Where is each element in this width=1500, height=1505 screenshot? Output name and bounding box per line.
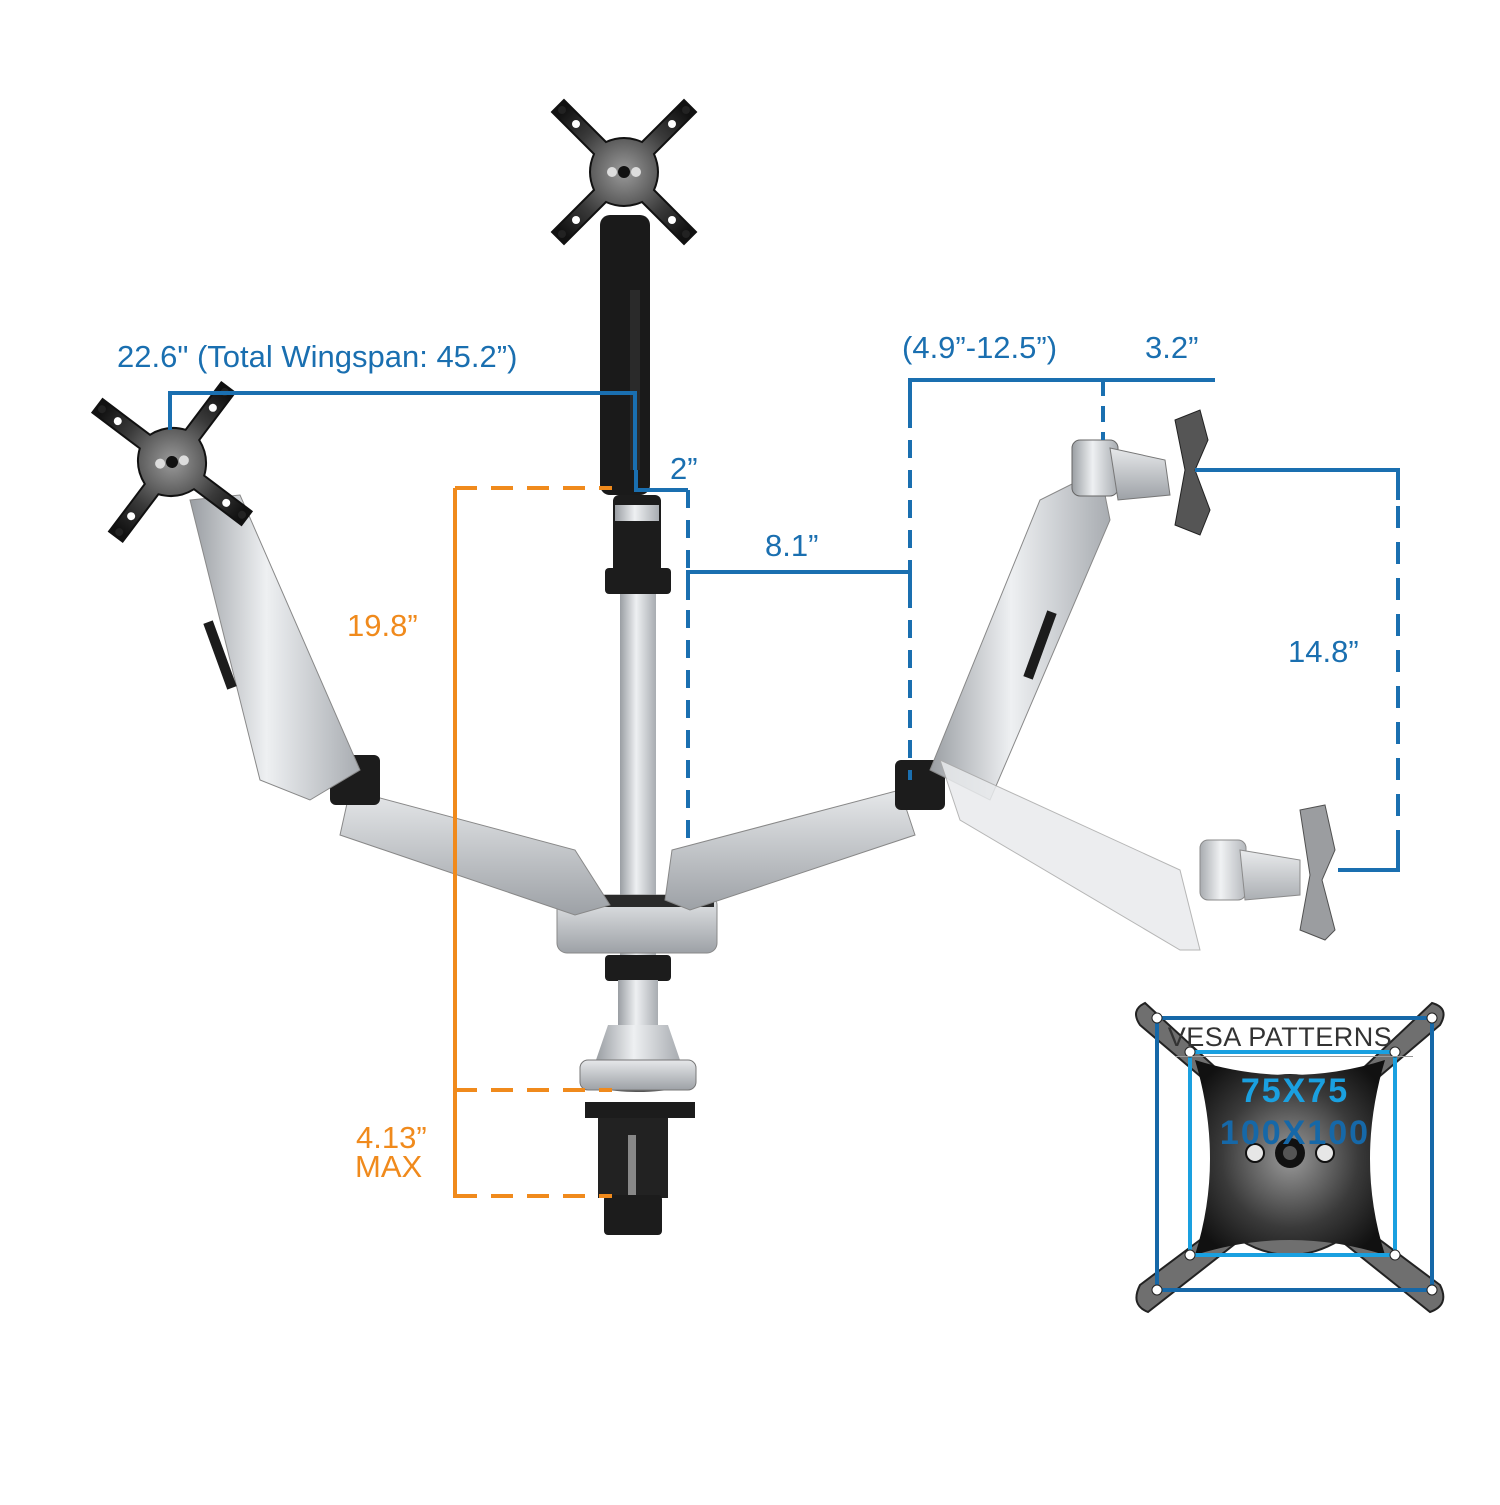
dimension-lines-blue — [168, 378, 1400, 872]
vesa-patterns-title: VESA PATTERNS — [1167, 1022, 1393, 1052]
extension-range-label: (4.9”-12.5”) — [902, 330, 1058, 365]
head-offset-label: 3.2” — [1145, 330, 1199, 365]
vesa-pattern-illustration — [1135, 1001, 1445, 1314]
vesa-100-outline — [1155, 1016, 1434, 1292]
desk-clamp — [585, 1102, 695, 1235]
center-monitor-mount — [551, 99, 697, 495]
left-arm — [89, 379, 611, 916]
right-arm-lower — [664, 760, 945, 911]
vertical-travel-label: 14.8” — [1288, 634, 1359, 669]
clamp-max-value: 4.13” — [356, 1120, 427, 1155]
arm-segment-label: 8.1” — [765, 528, 819, 563]
vesa-pattern-75: 75X75 — [1240, 1072, 1350, 1110]
pole-offset-label: 2” — [670, 451, 698, 486]
vesa-75-outline — [1188, 1050, 1397, 1257]
right-arm-lower-position — [939, 759, 1336, 951]
right-arm-upper — [929, 409, 1211, 801]
wingspan-label: 22.6" (Total Wingspan: 45.2”) — [117, 339, 518, 374]
center-pole — [579, 495, 697, 1092]
dimension-lines-orange — [453, 486, 612, 1198]
vesa-pattern-100: 100X100 — [1219, 1114, 1371, 1152]
vesa-divider — [1175, 1056, 1413, 1057]
clamp-max-label: MAX — [355, 1149, 423, 1184]
pole-height-label: 19.8” — [347, 608, 418, 643]
